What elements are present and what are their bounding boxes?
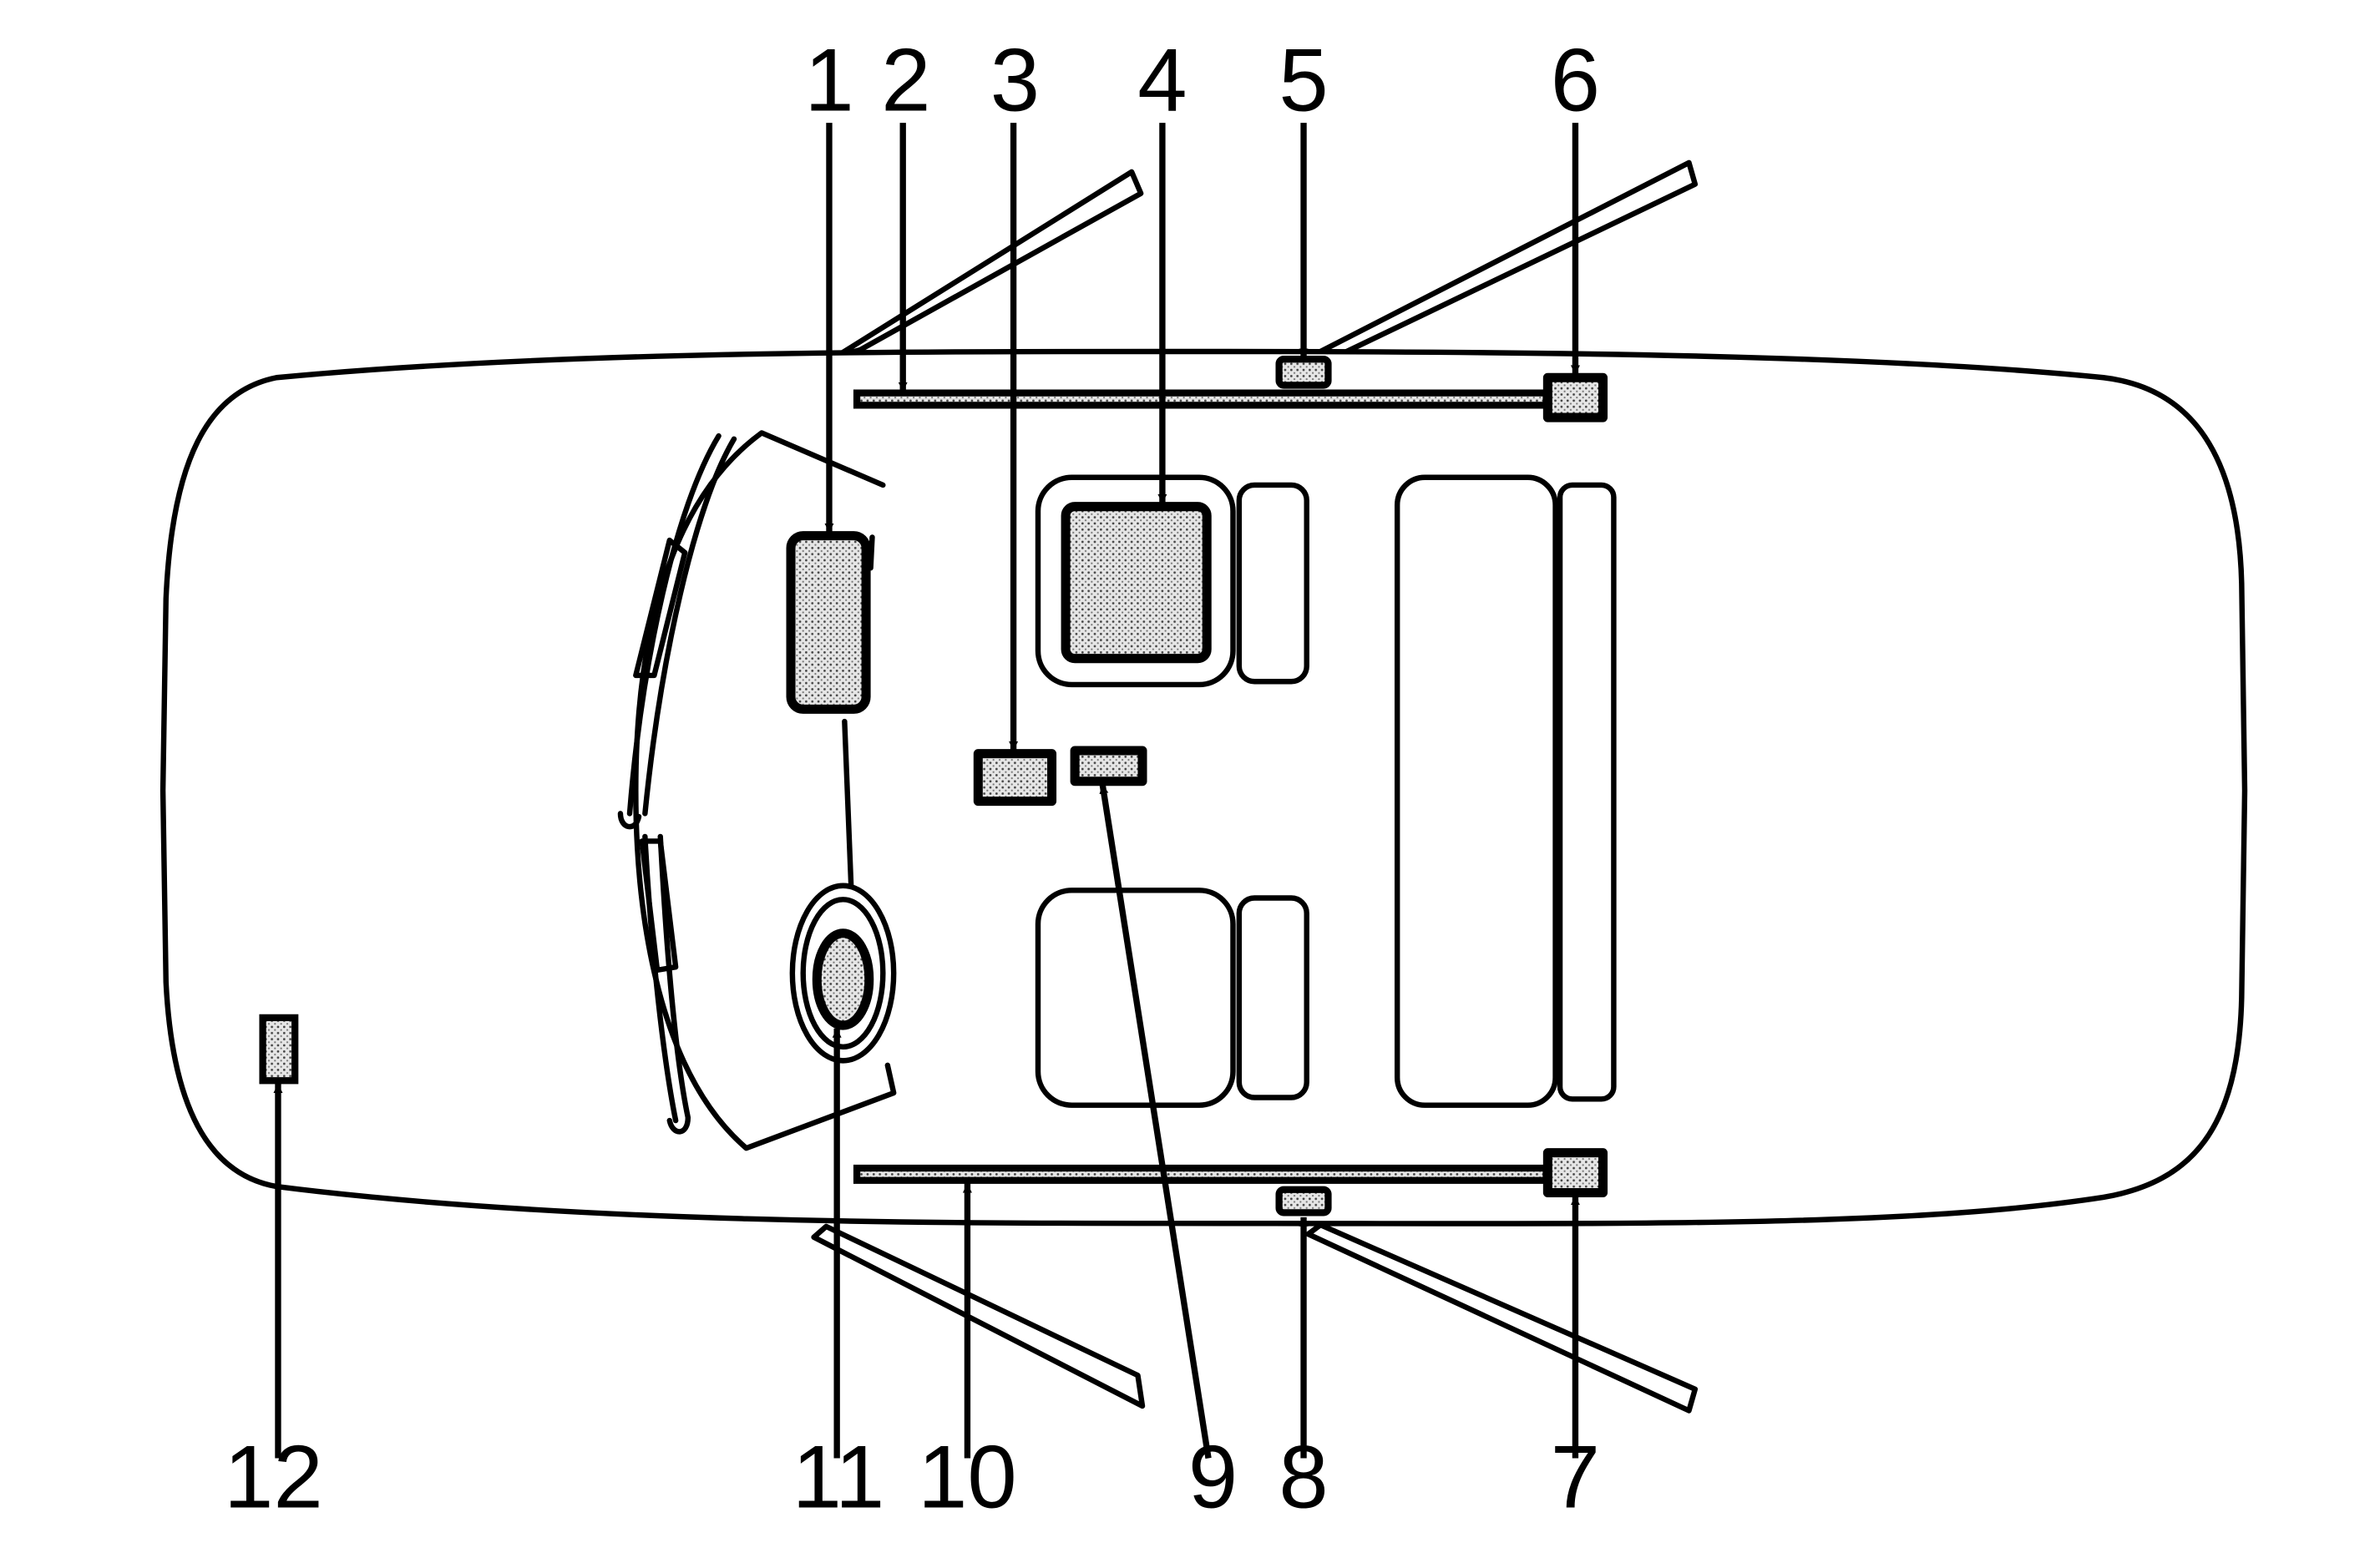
callout-10: 10 (918, 1426, 1017, 1526)
windshield-wiper-frame-lower (639, 838, 679, 974)
steering-wheel-inner (800, 897, 886, 1050)
callout-9: 9 (1188, 1426, 1238, 1526)
left-front-door (833, 169, 1144, 359)
dashboard-outline (633, 430, 897, 1151)
system-components (259, 356, 1608, 1217)
callout-leaders (273, 123, 1580, 1459)
right-front-door (811, 1223, 1146, 1409)
rear-bench-back (1557, 482, 1617, 1102)
callout-2: 2 (881, 29, 930, 129)
callout-7: 7 (1551, 1426, 1600, 1526)
callout-6: 6 (1551, 29, 1600, 129)
rear-bench-cushion (1394, 474, 1558, 1108)
callout-1: 1 (804, 29, 853, 129)
right-rear-door (1305, 1222, 1699, 1414)
callout-5: 5 (1279, 29, 1328, 129)
dashboard-edge-line (868, 534, 875, 571)
right-roof-rail-airbag (853, 1164, 1550, 1184)
leader-9 (1099, 783, 1212, 1459)
callout-labels: 1 2 3 4 5 6 7 8 9 10 11 12 (224, 29, 1600, 1526)
driver-seat-back (1236, 895, 1309, 1100)
center-sensing-module (973, 749, 1057, 807)
console-module (1070, 746, 1147, 787)
left-roof-rail-airbag (853, 389, 1550, 409)
driver-seat (1035, 888, 1309, 1108)
front-impact-sensor (259, 1014, 299, 1085)
passenger-seat-sensor (1061, 502, 1212, 664)
left-front-airbag-module (786, 531, 871, 714)
callout-11: 11 (792, 1426, 885, 1526)
callout-8: 8 (1279, 1426, 1328, 1526)
left-rear-module (1542, 372, 1608, 422)
callout-3: 3 (990, 29, 1040, 129)
right-rear-module (1542, 1148, 1608, 1197)
front-passenger-seat-back (1236, 482, 1309, 685)
callout-12: 12 (224, 1426, 323, 1526)
callout-4: 4 (1137, 29, 1187, 129)
steering-wheel-airbag (812, 928, 874, 1030)
dashboard-center-line (842, 718, 855, 918)
rear-bench-seat (1394, 474, 1617, 1108)
right-side-impact-sensor (1275, 1186, 1332, 1217)
windshield-wiper-left (617, 432, 737, 830)
windshield-wiper-frame-upper (633, 537, 688, 679)
open-doors (811, 159, 1699, 1414)
left-side-impact-sensor (1275, 356, 1332, 389)
windshield-area (617, 430, 897, 1151)
left-rear-door (1314, 159, 1699, 357)
